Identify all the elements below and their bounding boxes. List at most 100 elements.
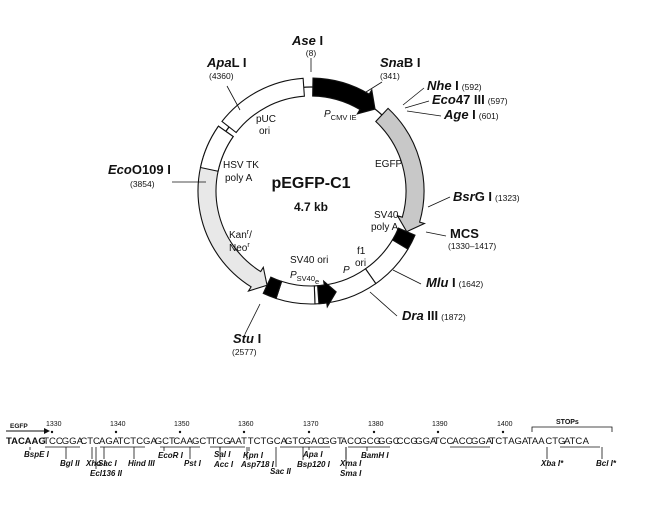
seq-codon: TCC	[434, 436, 454, 447]
seq-codon: CCG	[397, 436, 418, 447]
plasmid-name: pEGFP-C1	[271, 175, 350, 192]
seq-codon: GCT	[192, 436, 212, 447]
seq-codon: AAG	[25, 436, 46, 447]
seq-enzyme-label: BamH I	[361, 451, 389, 460]
seq-codon: GGC	[378, 436, 400, 447]
seq-egfp-label: EGFP	[10, 423, 28, 430]
seq-codon: TAA	[527, 436, 545, 447]
f1-ori-label-2: ori	[355, 258, 366, 269]
seq-codon: TCG	[211, 436, 231, 447]
site-bsrg-label: BsrG I(1323)	[453, 189, 520, 204]
seq-position: 1330	[46, 421, 62, 428]
seq-codon: CTG	[545, 436, 565, 447]
feature-hsv-polya	[199, 125, 234, 172]
features-layer	[197, 77, 427, 309]
seq-enzyme-label: Apa I	[302, 450, 323, 459]
site-apal-label: ApaL I	[206, 55, 247, 70]
site-nhe-label: Nhe I(592)	[427, 78, 482, 93]
seq-position-dot	[372, 430, 376, 434]
site-mlu-label: Mlu I(1642)	[426, 275, 483, 290]
seq-position: 1380	[368, 421, 384, 428]
tick-nhe	[402, 87, 425, 106]
site-ase-pos: (8)	[306, 48, 317, 58]
tick-mcs	[425, 231, 447, 237]
tick-stu	[244, 303, 261, 335]
seq-enzyme-label: Pst I	[184, 459, 202, 468]
site-snab-pos: (341)	[380, 71, 400, 81]
puc-ori-label-2: ori	[259, 126, 270, 137]
seq-codon: GGA	[415, 436, 437, 447]
seq-enzyme-label: Sal I	[214, 450, 231, 459]
feature-egfp-arrow	[375, 107, 427, 233]
seq-enzyme-label: Xma I	[339, 459, 362, 468]
seq-codon: TCT	[118, 436, 137, 447]
seq-position: 1350	[174, 421, 190, 428]
puc-ori-label-1: pUC	[256, 114, 276, 125]
seq-position-dot	[501, 430, 505, 434]
tick-dra	[369, 291, 398, 317]
pcmv-label: PCMV IE	[324, 109, 357, 122]
psv40-label: PSV40e	[290, 270, 319, 286]
seq-enzyme-label: Ecl136 II	[90, 469, 123, 478]
seq-stops-bracket	[531, 426, 613, 432]
seq-enzyme-label: Xba I*	[540, 459, 564, 468]
tick-age	[406, 110, 442, 117]
feature-puc-ori	[221, 77, 305, 134]
seq-codon: TCT	[248, 436, 267, 447]
seq-codon: GCA	[266, 436, 287, 447]
site-ticks-layer	[172, 58, 451, 335]
seq-position-dot	[50, 430, 54, 434]
seq-codon: ACC	[341, 436, 361, 447]
tick-apal	[226, 85, 241, 111]
seq-position-dot	[178, 430, 182, 434]
seq-codon: AAT	[229, 436, 247, 447]
site-apal-pos: (4360)	[209, 71, 234, 81]
kan-neo-label-1: Kanr/	[229, 229, 252, 241]
hsv-polya-label-1: HSV TK	[223, 160, 259, 171]
site-stu-label: Stu I	[233, 331, 261, 346]
seq-codon: ACC	[452, 436, 472, 447]
seq-codon: GCT	[155, 436, 175, 447]
seq-codon: CAA	[173, 436, 193, 447]
site-eco0109-pos: (3854)	[130, 179, 155, 189]
seq-codon: CGA	[136, 436, 157, 447]
seq-site-lines	[29, 446, 603, 469]
hsv-polya-label-2: poly A	[225, 173, 253, 184]
kan-neo-label-2: Neor	[229, 242, 250, 254]
feature-psv40-promoter	[262, 276, 283, 300]
seq-enzyme-label: Sac II	[270, 467, 292, 476]
seq-enzyme-label: Kpn I	[243, 451, 264, 460]
feature-pcmv-arrow	[312, 77, 376, 115]
sv40-polya-label-1: SV40	[374, 210, 399, 221]
seq-codon: ATC	[564, 436, 582, 447]
seq-codon: GGA	[471, 436, 493, 447]
seq-enzyme-label: Bsp120 I	[297, 460, 331, 469]
seq-codon: TCT	[490, 436, 509, 447]
seq-codon: TAC	[6, 436, 25, 447]
seq-enzyme-label: Hind III	[128, 459, 155, 468]
seq-codon: GGA	[62, 436, 84, 447]
seq-enzyme-label: Acc I	[213, 460, 234, 469]
seq-enzyme-label: EcoR I	[158, 451, 184, 460]
seq-position: 1360	[238, 421, 254, 428]
tick-snab	[365, 81, 383, 93]
seq-position-dot	[436, 430, 440, 434]
seq-enzyme-label: Bgl II	[60, 459, 80, 468]
site-stu-pos: (2577)	[232, 347, 257, 357]
seq-position-dot	[114, 430, 118, 434]
seq-position-dot	[307, 430, 311, 434]
seq-position: 1400	[497, 421, 513, 428]
seq-codon: AGA	[508, 436, 529, 447]
site-age-label: Age I(601)	[443, 107, 499, 122]
seq-position: 1340	[110, 421, 126, 428]
feature-f1-promoter	[317, 279, 337, 309]
tick-eco47	[404, 100, 430, 109]
tick-bsrg	[427, 196, 451, 208]
site-eco47-label: Eco47 III(597)	[432, 92, 508, 107]
seq-stops-label: STOPs	[556, 419, 579, 426]
sv40-ori-label: SV40 ori	[290, 255, 328, 266]
seq-enzyme-label: BspE I	[24, 450, 50, 459]
seq-enzyme-label: Bcl I*	[596, 459, 617, 468]
